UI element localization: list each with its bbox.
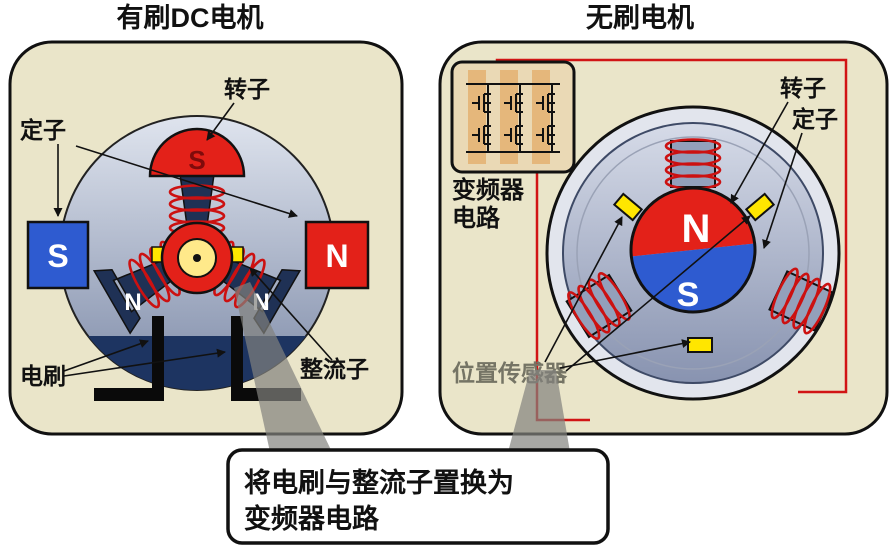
rotor-shaft-center [193, 254, 201, 262]
callout-text-line1: 将电刷与整流子置换为 [244, 468, 514, 498]
right-stator-inner-ring [576, 136, 810, 370]
inverter-bus-lines [466, 83, 560, 153]
stator-coil-top [664, 138, 722, 190]
inverter-label-line1: 变频器 [452, 176, 525, 204]
right-stator-label: 定子 [792, 106, 838, 132]
commutator-arrow [249, 267, 333, 361]
pm-rotor-north-half [631, 188, 755, 257]
position-sensor-arrow-1 [544, 216, 623, 363]
stator-magnet-right [304, 220, 370, 290]
inverter-stripe [468, 70, 486, 164]
position-sensor-bottom [687, 337, 713, 353]
commutator-hub [151, 221, 244, 295]
pm-rotor [629, 186, 757, 314]
left-title: 有刷DC电机 [117, 3, 264, 33]
right-stator-arrow [762, 132, 803, 249]
left-stator-arrow-2 [75, 145, 298, 218]
stator-magnet-right-label: N [325, 238, 348, 274]
brush-arrow-2 [63, 348, 226, 377]
position-sensor-arrow-3 [565, 215, 751, 372]
rotor-pole-n-left: N [124, 289, 141, 316]
stator-magnet-left [26, 220, 90, 290]
brushed-motor-panel: S S N N N 转子 定子 [8, 40, 404, 436]
position-sensor-left [612, 192, 644, 222]
stator-coil-left [562, 268, 636, 344]
left-stator-label: 定子 [20, 117, 66, 143]
callout-box: 将电刷与整流子置换为 变频器电路 [226, 448, 610, 545]
brushless-motor-panel: N S 变频器 电路 转子 定子 [438, 40, 889, 436]
callout-text-line2: 变频器电路 [244, 503, 380, 534]
stator-magnet-left-label: S [47, 238, 68, 274]
pm-rotor-n-label: N [682, 207, 711, 251]
position-sensor-right [744, 192, 776, 222]
position-sensor-arrow-2 [559, 339, 691, 369]
rotor-pole-dome [148, 127, 246, 178]
right-title: 无刷电机 [586, 3, 694, 33]
callout-beam-right [508, 370, 570, 452]
inverter-circuit-box [450, 60, 576, 174]
inverter-stripe [500, 70, 518, 164]
inverter-label-line2: 电路 [452, 204, 501, 232]
pm-rotor-s-label: S [677, 276, 700, 314]
stator-coil-right [766, 264, 836, 338]
left-rotor-label: 转子 [224, 76, 270, 102]
pm-rotor-south-half [631, 243, 755, 312]
right-rotor-label: 转子 [780, 75, 826, 101]
left-rotor-arrow [206, 102, 235, 141]
commutator-label: 整流子 [300, 356, 369, 382]
brush-arrow-1 [63, 339, 149, 372]
brush-label: 电刷 [20, 363, 66, 389]
callout-beam-left [234, 282, 332, 452]
rotor-pole-dome-label: S [188, 145, 205, 175]
inverter-stripe [532, 70, 550, 164]
brush-left [94, 316, 164, 401]
right-rotor-arrow [730, 101, 789, 204]
